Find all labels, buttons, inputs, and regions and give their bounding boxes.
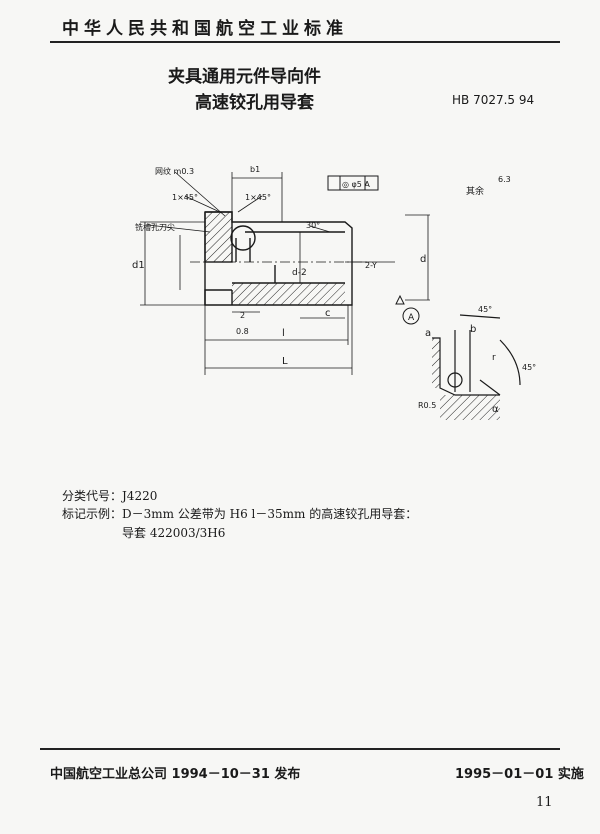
angle45a-label: 45° [478, 305, 492, 314]
a-label: a [425, 328, 431, 339]
b-label: b [470, 324, 476, 335]
chamfer-label-1: 1×45° [172, 193, 198, 202]
slot-label: 铣槽孔刀尖 [135, 222, 175, 232]
standard-header: 中华人民共和国航空工业标准 [62, 19, 348, 39]
marking-example: 标记示例：D－3mm 公差带为 H6 l－35mm 的高速铰孔用导套： [62, 507, 418, 521]
two-label: 2 [240, 311, 245, 320]
collar-hatch [204, 211, 233, 263]
effective-date: 1995－01－01 实施 [455, 767, 584, 782]
zero-eight-label: 0.8 [236, 327, 249, 336]
c-label: c [325, 308, 331, 319]
drawing-labels: 网纹 m0.3 1×45° 1×45° 铣槽孔刀尖 b1 d1 d-2 d 2-… [132, 165, 536, 415]
technical-drawing: 网纹 m0.3 1×45° 1×45° 铣槽孔刀尖 b1 d1 d-2 d 2-… [132, 165, 536, 420]
datum-mark [395, 294, 420, 325]
r-label: r [492, 353, 496, 363]
datum-label: A [408, 313, 415, 323]
document-title-line1: 夹具通用元件导向件 [168, 67, 321, 87]
classification-code: 分类代号：J4220 [62, 489, 158, 503]
marking-example-value: 导套 422003/3H6 [122, 526, 226, 540]
angle30-label: 30° [306, 221, 320, 230]
d-minus-2-label: d-2 [292, 268, 307, 278]
tolerance-frame [327, 175, 379, 191]
rest-label: 其余 [466, 185, 484, 197]
two-y-label: 2-Y [365, 261, 377, 270]
alpha-label: α [492, 404, 499, 415]
document-title-line2: 高速铰孔用导套 [195, 93, 314, 113]
chamfer-label-2: 1×45° [245, 193, 271, 202]
detail-view [432, 314, 521, 420]
dimension-lines [140, 171, 430, 375]
l-label: l [282, 328, 285, 339]
header-rule [50, 41, 560, 43]
knurl-label: 网纹 m0.3 [155, 166, 194, 176]
standard-number: HB 7027.5 94 [452, 93, 535, 107]
body-hatch [232, 283, 345, 305]
r05-label: R0.5 [418, 401, 436, 410]
page-number: 11 [536, 795, 553, 810]
d1-label: d1 [132, 260, 145, 271]
d-label: d [420, 254, 426, 265]
slot-circle [230, 225, 256, 251]
angle45b-label: 45° [522, 363, 536, 372]
L-label: L [282, 356, 288, 367]
rest-roughness: 6.3 [498, 175, 511, 184]
footer-rule [40, 748, 560, 750]
bush-section [190, 211, 370, 306]
tolerance-label: ◎ φ5 A [342, 180, 370, 189]
issue-date: 中国航空工业总公司 1994－10－31 发布 [50, 767, 301, 782]
b1-label: b1 [250, 165, 260, 174]
